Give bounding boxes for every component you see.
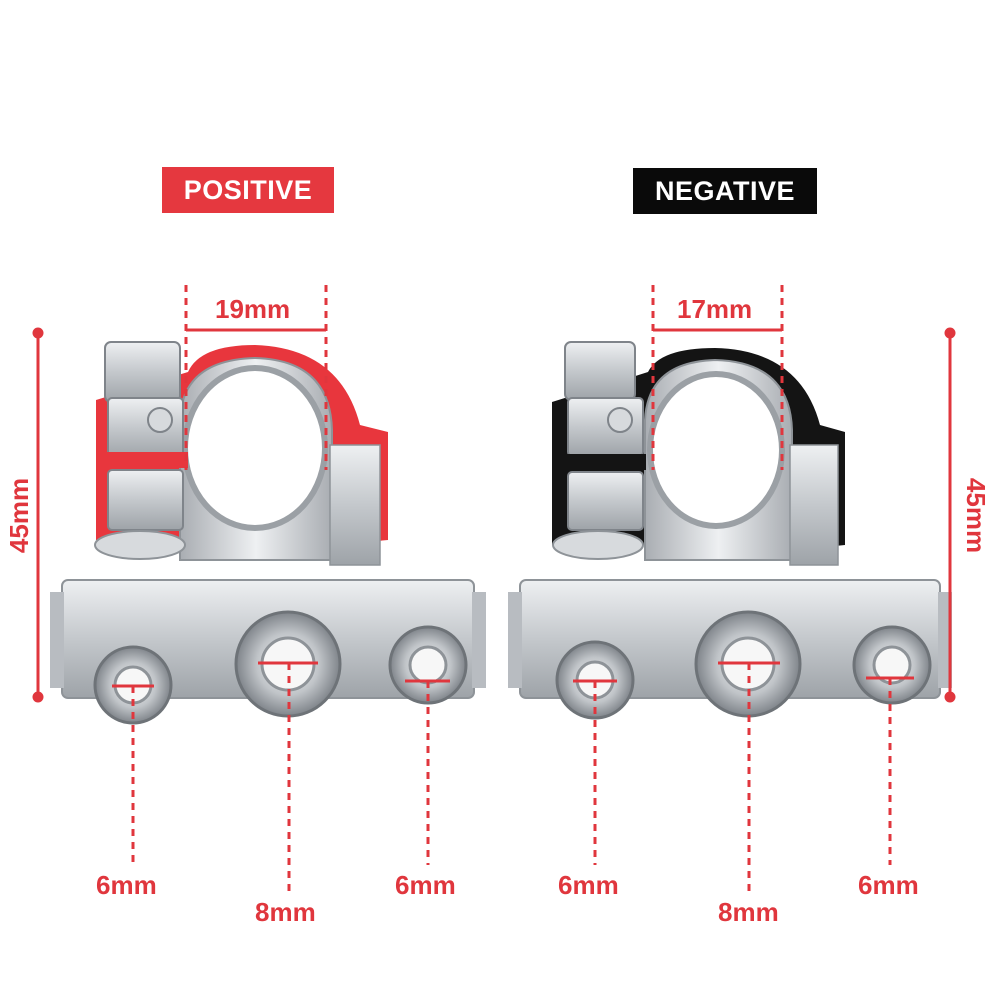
positive-height-dimension: 45mm bbox=[4, 477, 35, 554]
positive-bolt-left-dimension: 6mm bbox=[96, 870, 157, 900]
negative-clamp-dimension: 17mm bbox=[677, 294, 753, 324]
negative-bolt-right-dimension: 6mm bbox=[858, 870, 919, 900]
negative-label: NEGATIVE bbox=[633, 168, 817, 214]
negative-bolt-left-dimension: 6mm bbox=[558, 870, 619, 900]
positive-bolt-right-dimension: 6mm bbox=[395, 870, 456, 900]
negative-terminal bbox=[508, 341, 952, 720]
positive-clamp-dimension: 19mm bbox=[215, 294, 291, 324]
positive-bolt-center-dimension: 8mm bbox=[255, 897, 316, 927]
negative-height-dimension: 45mm bbox=[961, 477, 992, 554]
positive-label: POSITIVE bbox=[162, 167, 334, 213]
negative-bolt-center-dimension: 8mm bbox=[718, 897, 779, 927]
dimension-lines bbox=[32, 285, 956, 893]
positive-terminal bbox=[50, 341, 486, 725]
